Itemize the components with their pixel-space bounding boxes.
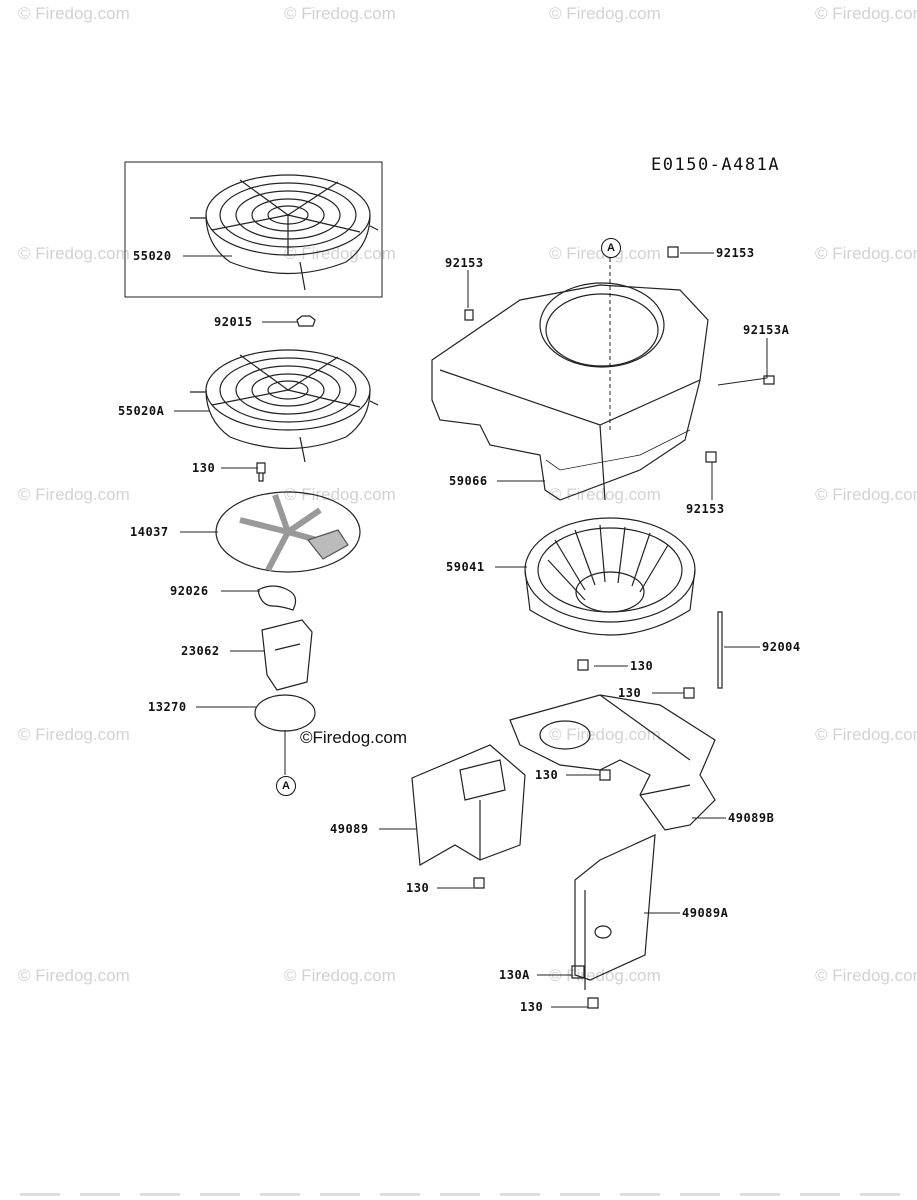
part-label[interactable]: 130 [618,686,642,700]
part-label[interactable]: 130 [406,881,430,895]
watermark: © Firedog.com [18,485,130,504]
watermark: © Firedog.com [815,485,917,504]
watermark: © Firedog.com [284,244,396,263]
page-footer-strip [20,1193,900,1196]
part-label[interactable]: 92153 [445,256,484,270]
part-label[interactable]: 59066 [449,474,488,488]
watermark: © Firedog.com [549,966,661,985]
cover-49089 [411,744,526,866]
watermark: © Firedog.com [815,725,917,744]
bolt-130 [256,462,266,482]
reference-marker: A [601,238,621,258]
bracket-49089B [509,694,716,831]
part-label[interactable]: 49089 [330,822,369,836]
bolt-130A [571,965,585,979]
bolt-92153A [763,375,775,385]
part-label[interactable]: 59041 [446,560,485,574]
cover-49089A [574,834,656,990]
watermark: © Firedog.com [284,4,396,23]
part-label[interactable]: 49089A [682,906,729,920]
watermark: © Firedog.com [284,485,396,504]
part-label[interactable]: 23062 [181,644,220,658]
bracket-23062 [261,619,313,691]
plate-92026 [257,585,297,611]
part-label[interactable]: 92153 [686,502,725,516]
part-label[interactable]: 130 [520,1000,544,1014]
fan-screen-55020 [190,174,379,291]
part-label[interactable]: 55020A [118,404,165,418]
part-label[interactable]: 130 [535,768,559,782]
watermark: © Firedog.com [815,4,917,23]
part-label[interactable]: 130 [192,461,216,475]
part-label[interactable]: 14037 [130,525,169,539]
watermark: © Firedog.com [549,4,661,23]
part-label[interactable]: 92026 [170,584,209,598]
part-label[interactable]: 92153 [716,246,755,260]
part-label[interactable]: 92153A [743,323,790,337]
part-box [124,161,383,298]
part-label[interactable]: 130 [630,659,654,673]
bolt-130 [577,659,589,671]
bolt-92153 [705,451,717,463]
diagram-code: E0150-A481A [651,155,781,175]
flywheel-59041 [524,517,696,636]
watermark: © Firedog.com [18,244,130,263]
watermark: © Firedog.com [815,966,917,985]
watermark: © Firedog.com [815,244,917,263]
stud-92004 [717,611,723,689]
watermark: © Firedog.com [18,4,130,23]
bolt-92153 [667,246,679,258]
bolt-130 [599,769,611,781]
bolt-92153 [464,309,474,321]
part-label[interactable]: 92004 [762,640,801,654]
blower-shroud-59066 [431,282,709,501]
nut-92015 [296,315,316,327]
reference-marker: A [276,776,296,796]
watermark: © Firedog.com [549,725,661,744]
fan-screen-55020A [190,349,379,463]
part-label[interactable]: 130A [499,968,530,982]
watermark: © Firedog.com [284,966,396,985]
watermark: © Firedog.com [18,966,130,985]
disc-13270 [254,694,316,732]
bolt-130 [473,877,485,889]
bolt-130 [683,687,695,699]
part-label[interactable]: 13270 [148,700,187,714]
bolt-130 [587,997,599,1009]
fan-disc-14037 [215,491,361,573]
inline-watermark: ©Firedog.com [300,728,408,747]
part-label[interactable]: 92015 [214,315,253,329]
part-label[interactable]: 55020 [133,249,172,263]
part-label[interactable]: 49089B [728,811,775,825]
watermark: © Firedog.com [18,725,130,744]
